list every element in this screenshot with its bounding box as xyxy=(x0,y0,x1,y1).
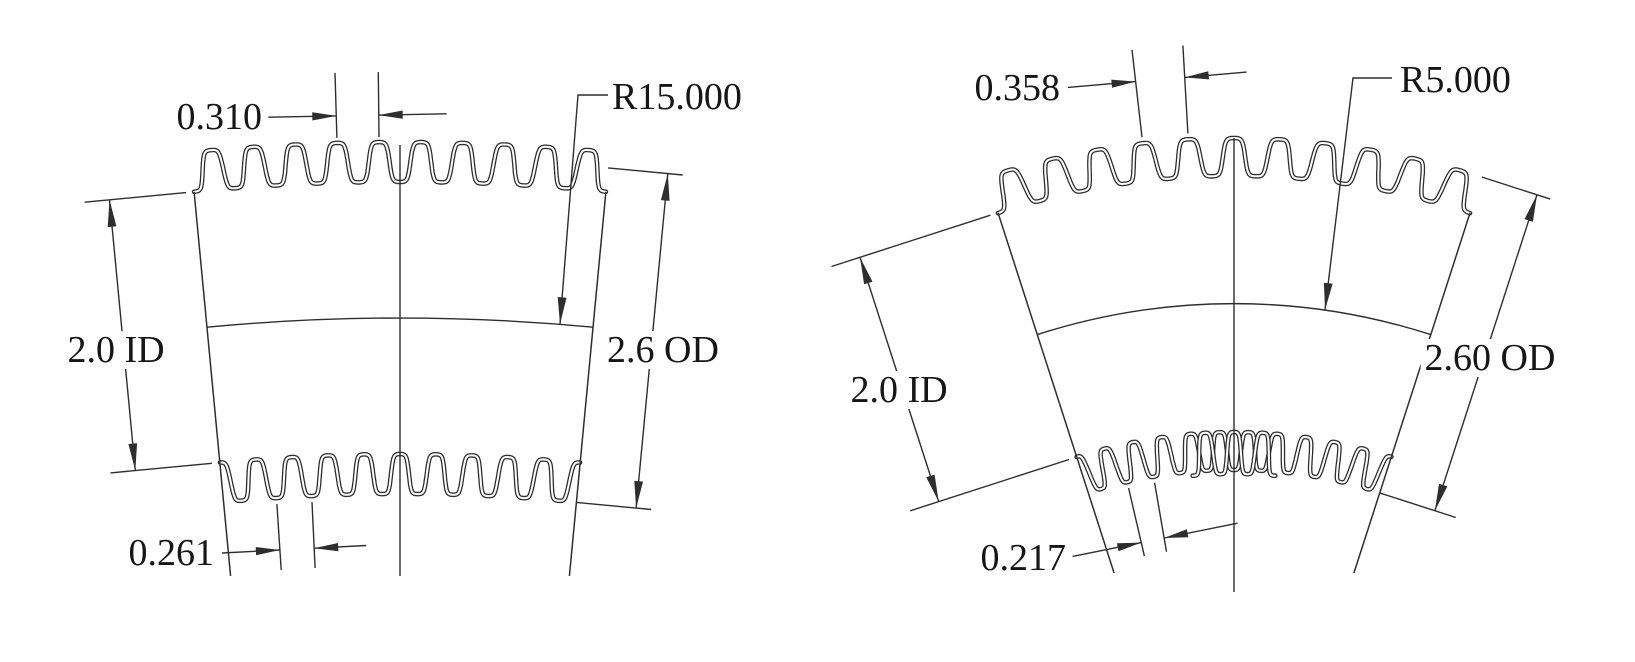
id-arrow xyxy=(860,257,873,285)
pitch-bottom-label: 0.261 xyxy=(129,532,215,574)
bellows-drawing-r15 xyxy=(84,72,683,577)
tube-end-edge-left xyxy=(997,212,1115,574)
pitch-arrow xyxy=(1184,71,1209,80)
id-arrow xyxy=(926,474,939,502)
od-arrow xyxy=(1434,483,1448,511)
label-mask xyxy=(846,371,952,409)
extension-line xyxy=(311,502,316,569)
od-arrow xyxy=(634,480,643,509)
radius-label: R5.000 xyxy=(1400,59,1511,101)
extension-line xyxy=(276,504,282,570)
radius-leader-arrow xyxy=(557,297,567,325)
extension-line xyxy=(1127,487,1146,557)
pitch-arrow xyxy=(1164,529,1189,538)
extension-line xyxy=(377,72,380,138)
extension-line xyxy=(84,191,187,203)
mid-radius-arc xyxy=(206,317,594,328)
mid-radius-arc xyxy=(1037,303,1431,336)
od-label: 2.6 OD xyxy=(607,329,719,371)
pitch-top-label: 0.358 xyxy=(975,67,1061,109)
label-mask xyxy=(63,331,169,369)
pitch-arrow xyxy=(1111,79,1136,88)
extension-line xyxy=(334,72,338,138)
id-label: 2.0 ID xyxy=(67,329,164,371)
bellows-drawing-r5 xyxy=(831,45,1551,592)
extension-line xyxy=(1153,482,1168,552)
radius-leader xyxy=(1324,77,1392,311)
tube-end-edge-left xyxy=(193,191,232,577)
extension-line xyxy=(1182,45,1189,134)
extension-line xyxy=(1131,49,1143,138)
radius-leader xyxy=(559,94,608,325)
label-mask xyxy=(603,331,723,369)
extension-line xyxy=(1481,176,1551,200)
od-arrow xyxy=(1524,194,1537,222)
od-arrow xyxy=(660,173,670,201)
label-mask xyxy=(1420,339,1560,377)
pitch-bottom-label: 0.217 xyxy=(981,537,1067,579)
extension-line xyxy=(831,214,991,268)
pitch-arrow xyxy=(312,112,337,121)
id-arrow xyxy=(107,199,117,228)
extension-line xyxy=(1379,492,1457,519)
extension-line xyxy=(576,501,652,511)
extension-line xyxy=(909,458,1070,512)
radius-label: R15.000 xyxy=(612,76,742,118)
id-label: 2.0 ID xyxy=(850,369,947,411)
radius-leader-arrow xyxy=(1323,282,1333,310)
pitch-top-label: 0.310 xyxy=(177,96,263,138)
pitch-arrow xyxy=(1116,542,1142,552)
tube-end-edge-right xyxy=(1353,212,1471,574)
id-arrow xyxy=(128,443,138,471)
pitch-arrow xyxy=(255,547,280,556)
extension-line xyxy=(110,462,212,474)
od-label: 2.60 OD xyxy=(1425,337,1556,379)
pitch-arrow xyxy=(378,110,403,119)
extension-line xyxy=(608,167,683,176)
pitch-arrow xyxy=(314,543,339,552)
tube-end-edge-right xyxy=(568,191,607,577)
